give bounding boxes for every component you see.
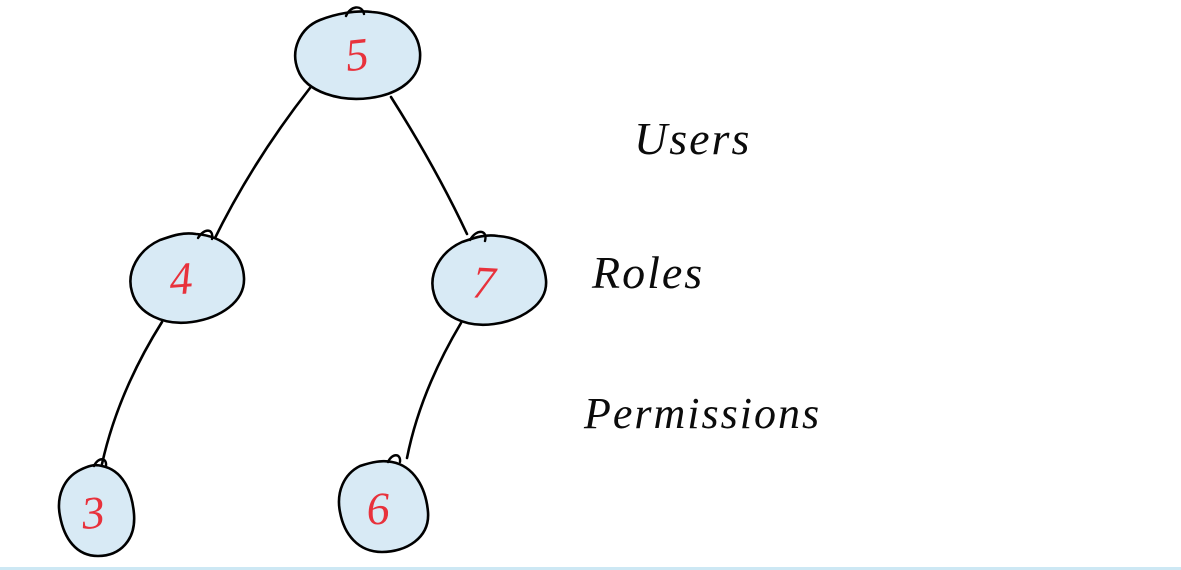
tree-node-blob <box>129 232 246 325</box>
tree-node-7: 7 <box>431 230 548 327</box>
tree-edge-5-4 <box>211 86 312 244</box>
node-number: 3 <box>78 486 106 539</box>
pen-curl <box>92 458 108 468</box>
node-number: 6 <box>365 482 391 534</box>
tree-edge-5-7 <box>389 95 469 236</box>
pen-curl <box>468 230 487 243</box>
tree-node-5: 5 <box>293 6 422 101</box>
node-number: 5 <box>343 28 371 81</box>
tree-node-blob <box>337 459 430 554</box>
tree-node-blob <box>57 463 136 558</box>
handwritten-label-permissions: Permissions <box>584 389 822 438</box>
node-number: 4 <box>168 252 195 304</box>
tree-node-4: 4 <box>129 229 246 325</box>
node-number: 7 <box>471 256 499 308</box>
tree-edge-7-6 <box>405 321 463 460</box>
tree-node-3: 3 <box>57 458 136 558</box>
tree-edge-4-3 <box>100 320 164 466</box>
tree-node-blob <box>431 234 548 327</box>
canvas-bottom-edge <box>0 567 1181 570</box>
pen-curl <box>196 229 214 241</box>
tree-node-6: 6 <box>337 454 430 554</box>
pen-curl <box>344 6 366 18</box>
handwritten-label-users: Users <box>634 113 752 164</box>
handwritten-label-roles: Roles <box>592 247 705 298</box>
pen-curl <box>386 454 402 464</box>
tree-node-blob <box>293 10 422 101</box>
